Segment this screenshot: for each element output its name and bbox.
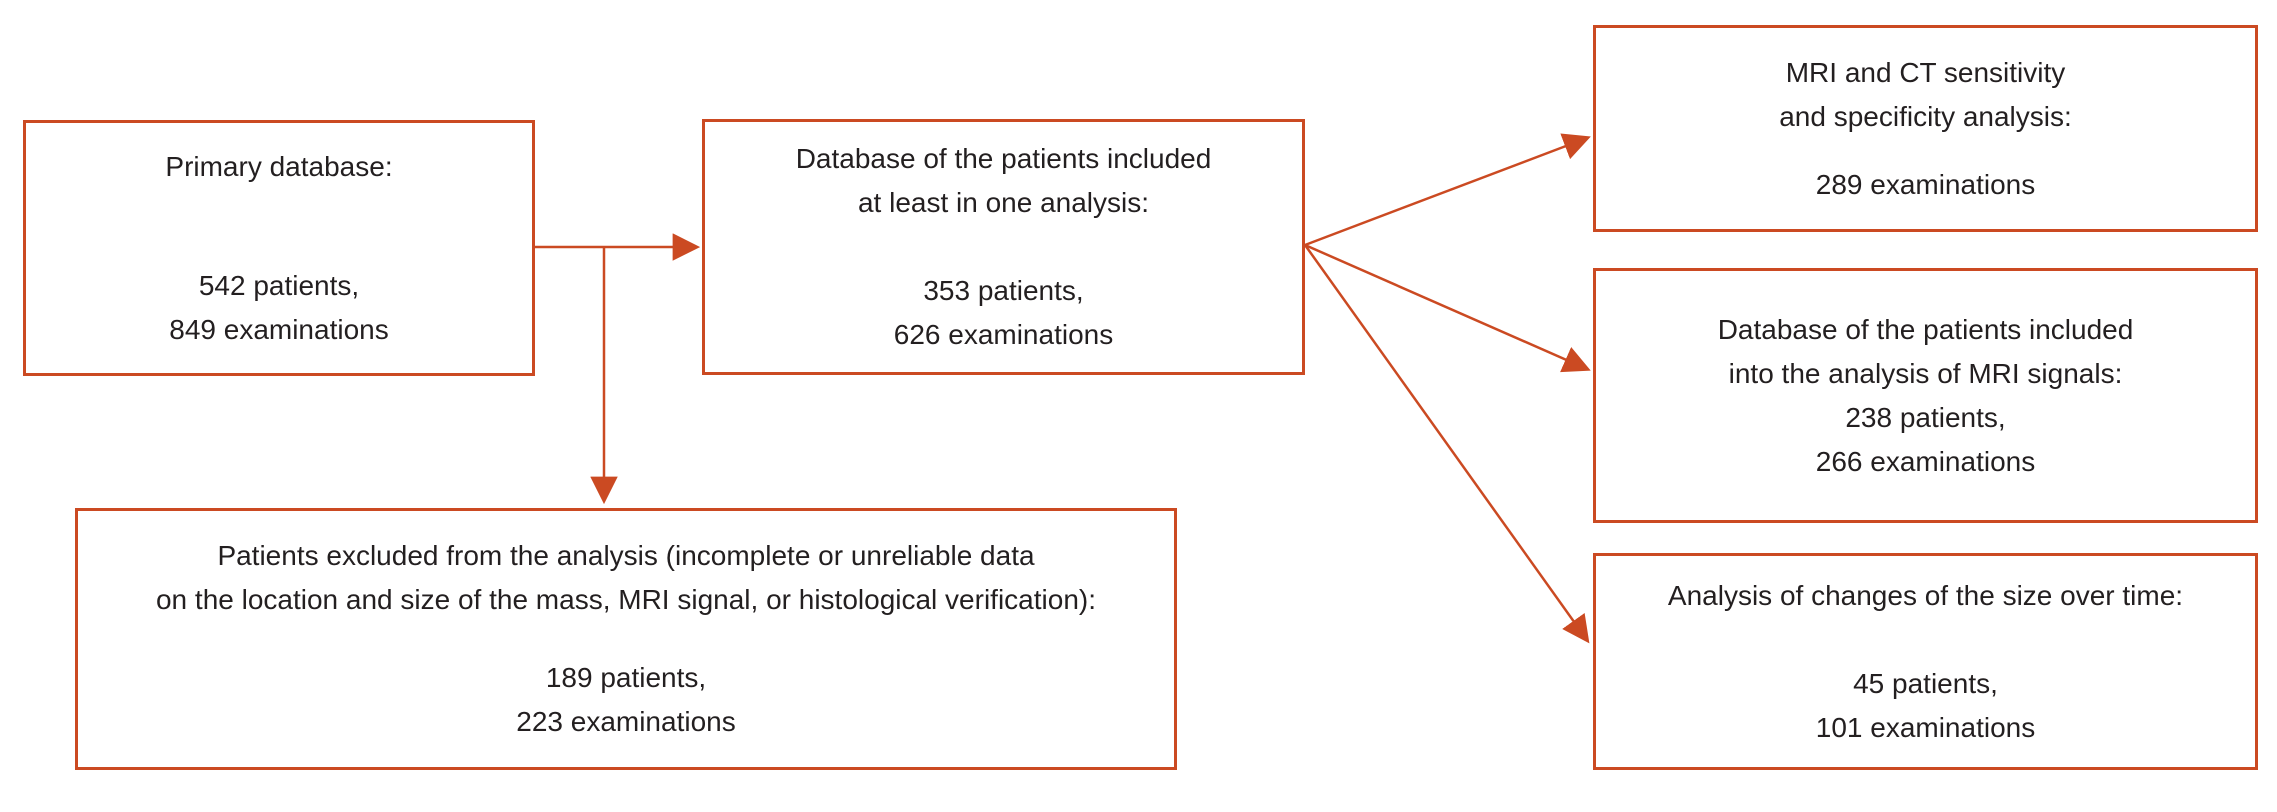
box-title-line: Primary database:	[165, 150, 393, 182]
box-count-line: 849 examinations	[169, 313, 389, 345]
box-count-line: 223 examinations	[516, 706, 736, 737]
box-count-line: 266 examinations	[1815, 445, 2036, 477]
arrow-included-to-sensitivity	[1304, 133, 1591, 247]
box-count-line: 289 examinations	[1815, 168, 2036, 200]
box-count-line: 189 patients,	[545, 662, 707, 693]
mri-signals-analysis-box: Database of the patients included into t…	[1593, 268, 2258, 523]
box-title-line: at least in one analysis:	[857, 187, 1150, 218]
box-title-line: Analysis of changes of the size over tim…	[1667, 579, 2184, 611]
box-count-line: 238 patients,	[1845, 401, 2006, 433]
included-patients-box: Database of the patients included at lea…	[702, 119, 1305, 375]
box-title-line: Database of the patients included	[795, 143, 1212, 174]
size-changes-analysis-box: Analysis of changes of the size over tim…	[1593, 553, 2258, 770]
box-count-line: 353 patients,	[923, 275, 1084, 306]
box-count-line: 542 patients,	[198, 269, 360, 301]
arrow-included-to-size-changes	[1303, 244, 1590, 644]
excluded-patients-box: Patients excluded from the analysis (inc…	[75, 508, 1177, 770]
box-title-line: into the analysis of MRI signals:	[1728, 357, 2123, 389]
box-title-line: Patients excluded from the analysis (inc…	[217, 540, 1035, 571]
primary-database-box: Primary database: 542 patients, 849 exam…	[23, 120, 535, 376]
arrow-included-to-mri-signals	[1304, 243, 1591, 373]
box-title-line: on the location and size of the mass, MR…	[155, 584, 1096, 615]
box-title-line: Database of the patients included	[1717, 313, 2134, 345]
sensitivity-analysis-box: MRI and CT sensitivity and specificity a…	[1593, 25, 2258, 232]
box-count-line: 101 examinations	[1815, 711, 2036, 743]
box-count-line: 626 examinations	[893, 319, 1114, 350]
box-title-line: and specificity analysis:	[1779, 100, 2072, 132]
box-count-line: 45 patients,	[1853, 667, 1998, 699]
box-title-line: MRI and CT sensitivity	[1785, 56, 2066, 88]
